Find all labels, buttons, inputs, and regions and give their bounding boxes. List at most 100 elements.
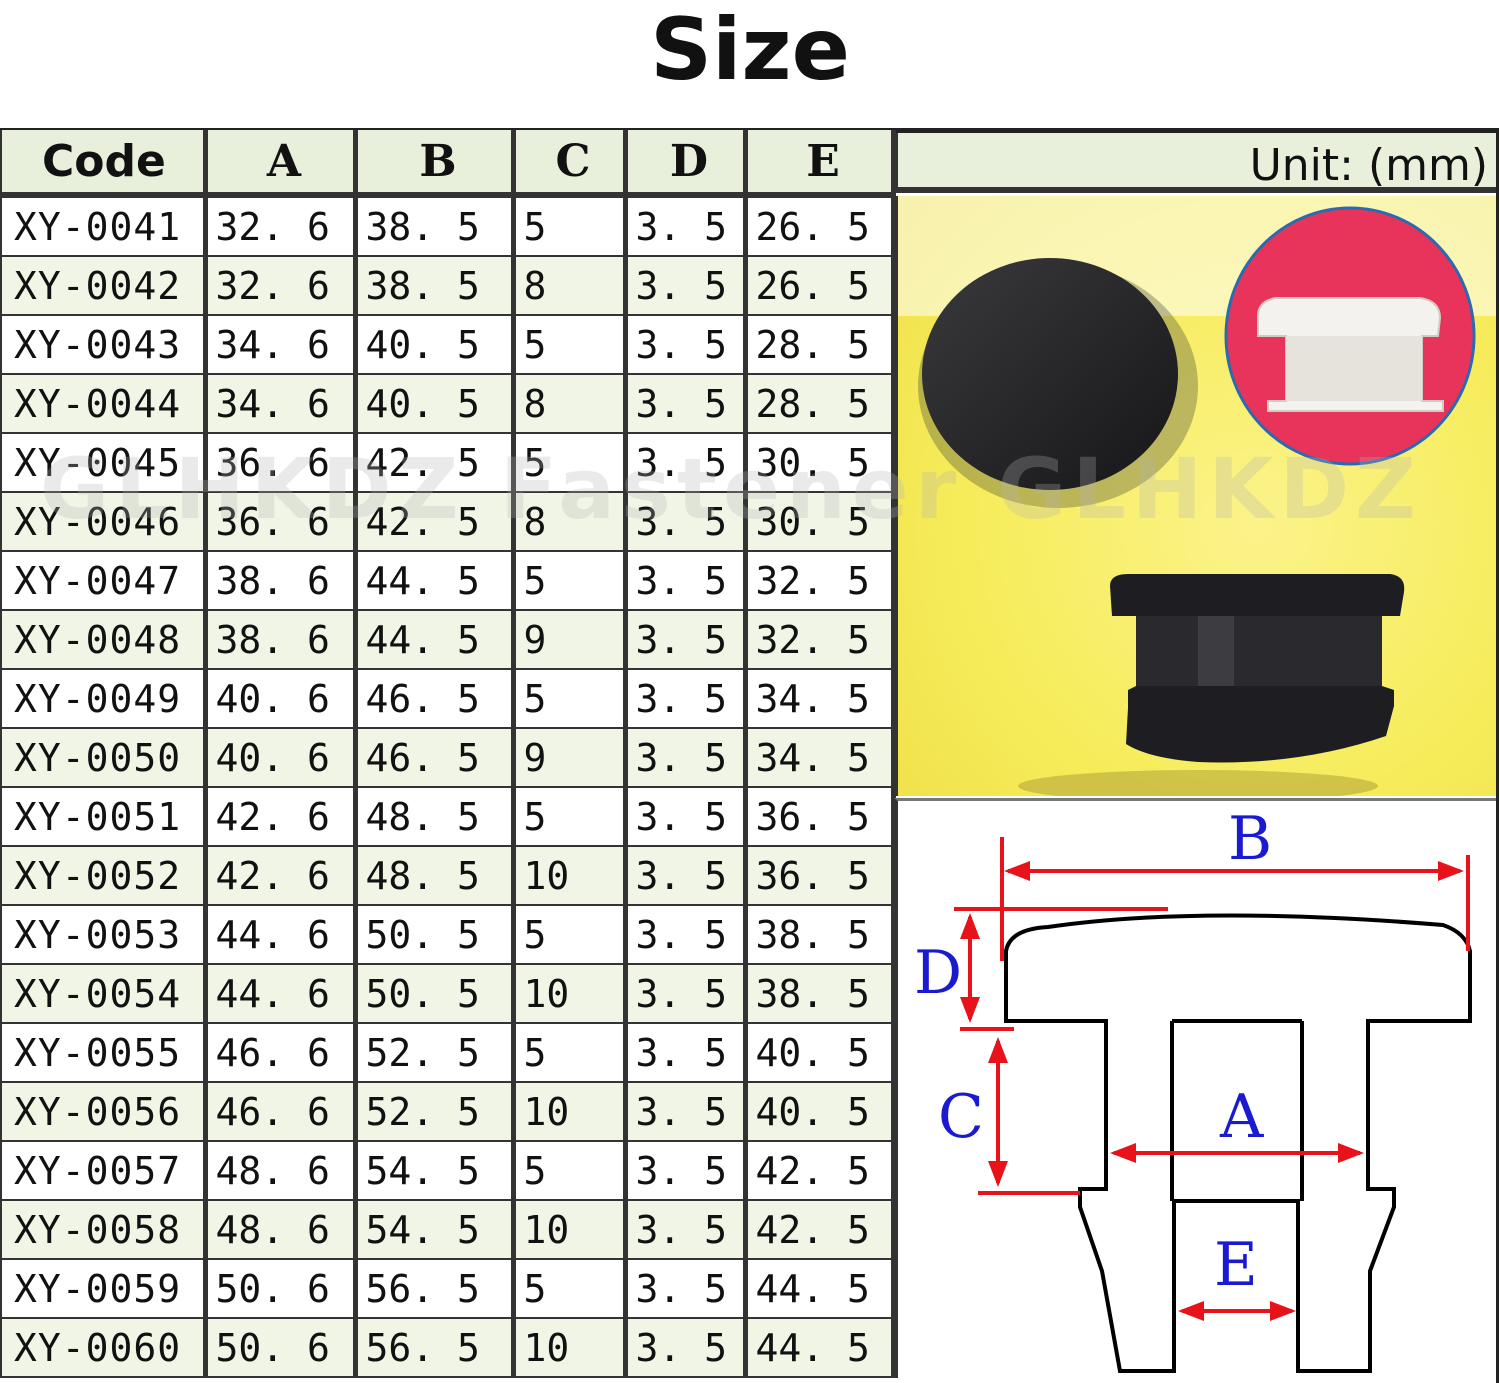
- cell-d: 3. 5: [624, 846, 748, 906]
- cell-b: 54. 5: [354, 1200, 516, 1260]
- cell-b: 52. 5: [354, 1023, 516, 1083]
- cell-e: 26. 5: [744, 256, 896, 316]
- dim-e-arrow-left: [1178, 1301, 1204, 1321]
- dim-label-d: D: [914, 938, 962, 1008]
- cell-code: XY-0047: [0, 551, 208, 611]
- side-plug-highlight: [1198, 616, 1234, 686]
- cell-d: 3. 5: [624, 787, 748, 847]
- dimension-diagram: B D C A E: [894, 798, 1496, 1378]
- cell-d: 3. 5: [624, 1082, 748, 1142]
- cell-b: 40. 5: [354, 315, 516, 375]
- cell-e: 40. 5: [744, 1082, 896, 1142]
- dim-a-arrow-right: [1338, 1143, 1364, 1163]
- dim-label-e: E: [1214, 1230, 1258, 1300]
- cell-b: 38. 5: [354, 195, 516, 257]
- page-title: Size: [650, 0, 850, 100]
- cell-code: XY-0050: [0, 728, 208, 788]
- product-photo-illustration: [898, 196, 1496, 796]
- cell-d: 3. 5: [624, 1259, 748, 1319]
- cell-a: 44. 6: [204, 905, 358, 965]
- cell-a: 48. 6: [204, 1141, 358, 1201]
- column-header-e: E: [744, 130, 896, 198]
- cell-e: 34. 5: [744, 728, 896, 788]
- cell-a: 50. 6: [204, 1259, 358, 1319]
- cell-a: 46. 6: [204, 1023, 358, 1083]
- cell-d: 3. 5: [624, 1200, 748, 1260]
- column-header-c: C: [512, 130, 628, 198]
- cell-a: 40. 6: [204, 728, 358, 788]
- side-plug-shank: [1136, 616, 1382, 686]
- cell-a: 48. 6: [204, 1200, 358, 1260]
- cell-code: XY-0045: [0, 433, 208, 493]
- product-photo: [894, 196, 1496, 796]
- dim-label-b: B: [1228, 804, 1272, 874]
- cell-c: 5: [512, 669, 628, 729]
- cell-a: 36. 6: [204, 492, 358, 552]
- cell-e: 38. 5: [744, 964, 896, 1024]
- dim-d-arrow-bottom: [960, 997, 980, 1023]
- cell-e: 36. 5: [744, 846, 896, 906]
- cell-b: 48. 5: [354, 846, 516, 906]
- cell-d: 3. 5: [624, 728, 748, 788]
- cell-b: 50. 5: [354, 905, 516, 965]
- cell-c: 8: [512, 492, 628, 552]
- dim-b-arrow-right: [1438, 861, 1464, 881]
- cell-c: 5: [512, 1259, 628, 1319]
- cell-d: 3. 5: [624, 964, 748, 1024]
- column-header-code: Code: [0, 130, 208, 198]
- cell-e: 44. 5: [744, 1318, 896, 1378]
- plug-outline: [1004, 913, 1472, 1373]
- cell-c: 8: [512, 256, 628, 316]
- cell-c: 8: [512, 374, 628, 434]
- cell-c: 9: [512, 728, 628, 788]
- white-plug-inset: [1224, 206, 1476, 466]
- cell-code: XY-0049: [0, 669, 208, 729]
- cell-c: 10: [512, 846, 628, 906]
- dimension-drawing: B D C A E: [914, 804, 1472, 1373]
- cell-code: XY-0056: [0, 1082, 208, 1142]
- cell-d: 3. 5: [624, 1318, 748, 1378]
- cell-e: 28. 5: [744, 374, 896, 434]
- cell-b: 44. 5: [354, 551, 516, 611]
- cell-a: 34. 6: [204, 374, 358, 434]
- cell-b: 56. 5: [354, 1259, 516, 1319]
- cell-e: 32. 5: [744, 551, 896, 611]
- cell-code: XY-0054: [0, 964, 208, 1024]
- cell-code: XY-0046: [0, 492, 208, 552]
- cell-c: 5: [512, 315, 628, 375]
- cell-d: 3. 5: [624, 669, 748, 729]
- cell-code: XY-0053: [0, 905, 208, 965]
- dim-c-arrow-top: [988, 1037, 1008, 1063]
- cell-c: 10: [512, 1318, 628, 1378]
- cell-d: 3. 5: [624, 492, 748, 552]
- cell-a: 50. 6: [204, 1318, 358, 1378]
- dim-a-arrow-left: [1110, 1143, 1136, 1163]
- cell-a: 42. 6: [204, 787, 358, 847]
- cell-b: 46. 5: [354, 728, 516, 788]
- cell-b: 42. 5: [354, 433, 516, 493]
- cell-b: 38. 5: [354, 256, 516, 316]
- cell-b: 56. 5: [354, 1318, 516, 1378]
- cell-d: 3. 5: [624, 315, 748, 375]
- cell-e: 40. 5: [744, 1023, 896, 1083]
- cell-code: XY-0052: [0, 846, 208, 906]
- dim-e-arrow-right: [1270, 1301, 1296, 1321]
- cell-a: 46. 6: [204, 1082, 358, 1142]
- cell-code: XY-0055: [0, 1023, 208, 1083]
- column-header-a: A: [204, 130, 358, 198]
- cell-code: XY-0051: [0, 787, 208, 847]
- dim-b-arrow-left: [1004, 861, 1030, 881]
- cell-d: 3. 5: [624, 195, 748, 257]
